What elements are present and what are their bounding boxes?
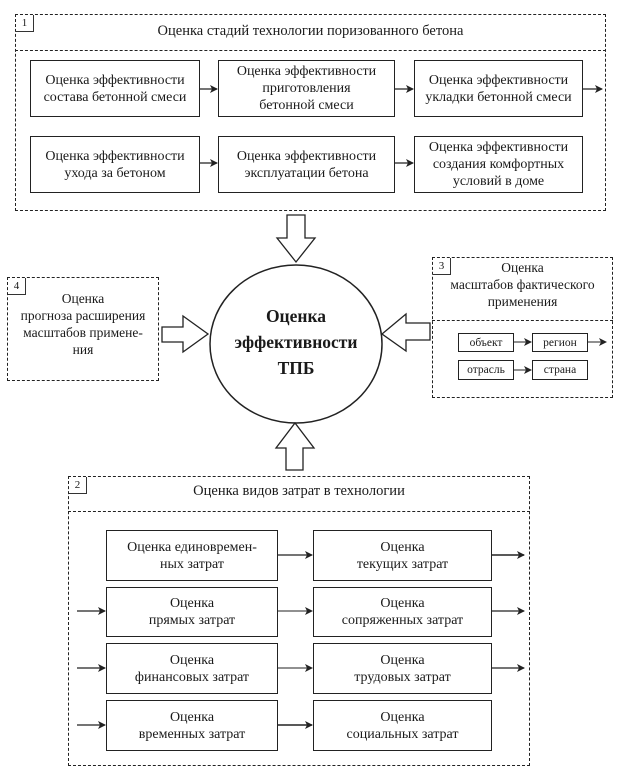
block1-container: 1 Оценка стадий технологии поризованного…	[15, 14, 606, 211]
block1-title: Оценка стадий технологии поризованного б…	[157, 23, 464, 39]
block2-number: 2	[69, 477, 87, 494]
block1-stage-comfort: Оценка эффективности создания комфортных…	[414, 136, 583, 193]
block1-stage-operation: Оценка эффективности эксплуатации бетона	[218, 136, 395, 193]
block1-stage-placement: Оценка эффективности укладки бетонной см…	[414, 60, 583, 117]
block3-number: 3	[433, 258, 451, 275]
block2-container: 2 Оценка видов затрат в технологии	[68, 476, 530, 766]
block3-container: 3 Оценка масштабов фактического применен…	[432, 257, 613, 398]
arrow-up-from-block2	[274, 421, 316, 471]
block3-item-object: объект	[458, 333, 514, 352]
block1-stage-curing: Оценка эффективности ухода за бетоном	[30, 136, 200, 193]
block4-container: 4 Оценка прогноза расширения масштабов п…	[7, 277, 159, 381]
block2-title: Оценка видов затрат в технологии	[193, 483, 405, 499]
block2-cost-social: Оценка социальных затрат	[313, 700, 492, 751]
block1-divider	[15, 50, 606, 51]
block3-item-country: страна	[532, 360, 588, 380]
block2-cost-one-time: Оценка единовремен- ных затрат	[106, 530, 278, 581]
block2-cost-direct: Оценка прямых затрат	[106, 587, 278, 637]
block1-number: 1	[16, 15, 34, 32]
block3-item-region: регион	[532, 333, 588, 352]
block4-number: 4	[8, 278, 26, 295]
block1-stage-preparation: Оценка эффективности приготовления бетон…	[218, 60, 395, 117]
center-label: Оценка эффективности ТПБ	[234, 306, 358, 378]
block2-cost-associated: Оценка сопряженных затрат	[313, 587, 492, 637]
block3-divider	[432, 320, 613, 321]
block4-title: Оценка прогноза расширения масштабов при…	[20, 291, 146, 357]
block2-cost-time: Оценка временных затрат	[106, 700, 278, 751]
center-circle	[209, 264, 383, 424]
block1-stage-mix-composition: Оценка эффективности состава бетонной см…	[30, 60, 200, 117]
block2-cost-financial: Оценка финансовых затрат	[106, 643, 278, 694]
block2-cost-labor: Оценка трудовых затрат	[313, 643, 492, 694]
arrow-right-from-block4	[161, 314, 210, 354]
block2-cost-current: Оценка текущих затрат	[313, 530, 492, 581]
block3-item-industry: отрасль	[458, 360, 514, 380]
block2-divider	[68, 511, 530, 512]
arrow-down-from-block1	[275, 214, 317, 264]
block3-title: Оценка масштабов фактического применения	[450, 260, 595, 309]
arrow-left-from-block3	[380, 312, 431, 353]
